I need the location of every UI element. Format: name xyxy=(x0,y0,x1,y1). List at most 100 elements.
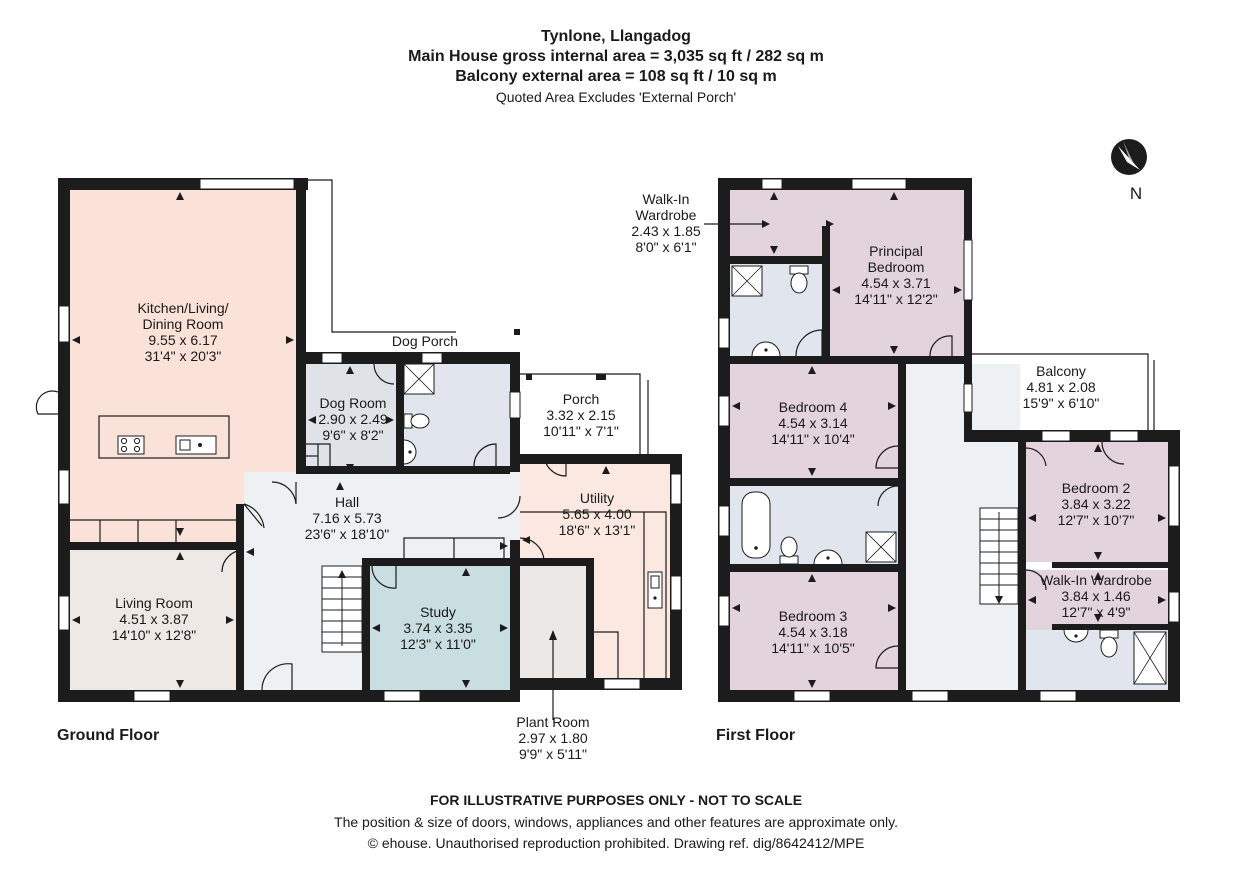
room-name: Utility xyxy=(580,490,614,506)
wall xyxy=(1052,624,1168,630)
room-metric: 4.51 x 3.87 xyxy=(119,611,188,627)
room-imperial: 9'9" x 5'11" xyxy=(519,746,587,762)
room-name: Bedroom 3 xyxy=(779,608,848,624)
wall xyxy=(70,542,244,550)
room-label-utility: Utility 5.65 x 4.00 18'6" x 13'1" xyxy=(559,490,636,538)
door-swing xyxy=(261,663,293,691)
basin-icon xyxy=(1063,629,1089,643)
dog-porch-outline xyxy=(306,179,456,333)
ground-floor-plan: Kitchen/Living/ Dining Room 9.55 x 6.17 … xyxy=(35,178,682,762)
room-name: Principal xyxy=(869,243,923,259)
wall xyxy=(1018,442,1026,690)
room-imperial: 14'10" x 12'8" xyxy=(112,627,197,643)
copyright-text: © ehouse. Unauthorised reproduction proh… xyxy=(368,835,865,851)
room-name: Dog Room xyxy=(320,395,387,411)
room-metric: 3.84 x 1.46 xyxy=(1061,588,1130,604)
balcony-area-line: Balcony external area = 108 sq ft / 10 s… xyxy=(455,68,777,85)
door-swing xyxy=(473,443,497,467)
room-imperial: 10'11" x 7'1" xyxy=(543,423,619,439)
window xyxy=(718,505,730,537)
window xyxy=(761,178,783,190)
door-swing xyxy=(929,335,953,357)
room-label-living-room: Living Room 4.51 x 3.87 14'10" x 12'8" xyxy=(112,595,197,643)
room-imperial: 14'11" x 10'4" xyxy=(771,431,855,447)
room-name: Bedroom 4 xyxy=(779,399,848,415)
room-label-balcony: Balcony 4.81 x 2.08 15'9" x 6'10" xyxy=(1023,363,1100,411)
wall xyxy=(730,256,830,264)
header: Tynlone, Llangadog Main House gross inte… xyxy=(408,28,824,105)
north-arrow-icon: N xyxy=(1111,139,1147,203)
room-name: Walk-In xyxy=(643,191,690,207)
door-swing xyxy=(221,549,245,573)
window xyxy=(383,690,421,702)
door-swing xyxy=(271,481,297,505)
dimension-markers xyxy=(72,192,610,688)
wall xyxy=(520,558,594,566)
room-fill-wardrobe xyxy=(730,190,822,256)
room-name: Balcony xyxy=(1036,363,1086,379)
door-swing xyxy=(373,363,395,385)
room-imperial: 14'11" x 10'5" xyxy=(771,640,855,656)
plant-room-arrow xyxy=(549,630,557,640)
wall xyxy=(510,454,682,464)
room-metric: 4.54 x 3.18 xyxy=(778,624,847,640)
room-name: Wardrobe xyxy=(636,207,697,223)
window xyxy=(911,690,949,702)
door-swing xyxy=(371,565,397,589)
wall xyxy=(396,364,404,474)
room-name: Kitchen/Living/ xyxy=(137,300,228,316)
room-metric: 3.32 x 2.15 xyxy=(546,407,615,423)
room-name: Dining Room xyxy=(143,316,224,332)
balcony-railing xyxy=(972,353,1149,430)
room-metric: 2.90 x 2.49 xyxy=(318,411,387,427)
area-note-line: Quoted Area Excludes 'External Porch' xyxy=(496,89,736,105)
room-metric: 3.84 x 3.22 xyxy=(1061,496,1130,512)
room-imperial: 15'9" x 6'10" xyxy=(1023,395,1100,411)
room-metric: 2.43 x 1.85 xyxy=(631,223,700,239)
room-fill-study xyxy=(370,566,510,690)
post xyxy=(526,374,532,380)
room-label-kitchen: Kitchen/Living/ Dining Room 9.55 x 6.17 … xyxy=(137,300,228,364)
wall xyxy=(718,178,730,702)
wall xyxy=(670,454,682,690)
door-swing xyxy=(877,485,899,507)
window xyxy=(421,352,443,364)
porch-outline xyxy=(520,373,641,454)
wall xyxy=(964,430,1180,442)
post xyxy=(514,329,520,335)
wall xyxy=(362,558,510,566)
window xyxy=(793,690,831,702)
room-label-walk-in-wardrobe-1: Walk-In Wardrobe 2.43 x 1.85 8'0" x 6'1" xyxy=(631,191,700,255)
room-fill-bedroom-2 xyxy=(1026,442,1168,562)
wall xyxy=(296,178,306,474)
window xyxy=(670,473,682,505)
shower-icon xyxy=(731,265,763,297)
room-metric: 4.54 x 3.14 xyxy=(778,415,847,431)
basin-icon xyxy=(813,549,843,565)
door-swing xyxy=(795,329,823,357)
room-fill-living-room xyxy=(70,550,236,690)
kitchen-island xyxy=(98,415,230,459)
room-label-hall: Hall 7.16 x 5.73 23'6" x 18'10" xyxy=(305,494,390,542)
room-label-bedroom-3: Bedroom 3 4.54 x 3.18 14'11" x 10'5" xyxy=(771,608,855,656)
footer: FOR ILLUSTRATIVE PURPOSES ONLY - NOT TO … xyxy=(334,792,898,851)
door-swing xyxy=(543,453,567,477)
door-swing xyxy=(1025,569,1047,591)
room-imperial: 18'6" x 13'1" xyxy=(559,522,636,538)
wall xyxy=(898,364,906,690)
window xyxy=(1168,465,1180,527)
dog-room-steps xyxy=(306,443,331,474)
wall xyxy=(1052,562,1168,568)
wall xyxy=(730,356,972,364)
window xyxy=(718,317,730,349)
room-fill-bedroom-3 xyxy=(730,572,898,690)
window xyxy=(718,395,730,427)
wall xyxy=(586,558,594,680)
room-label-plant-room: Plant Room 2.97 x 1.80 9'9" x 5'11" xyxy=(516,714,589,762)
first-floor-plan: Walk-In Wardrobe 2.43 x 1.85 8'0" x 6'1"… xyxy=(631,178,1180,744)
window xyxy=(963,239,973,301)
room-name: Study xyxy=(420,604,456,620)
wall xyxy=(730,564,898,572)
shower-icon xyxy=(865,531,897,563)
toilet-icon xyxy=(1099,629,1119,658)
